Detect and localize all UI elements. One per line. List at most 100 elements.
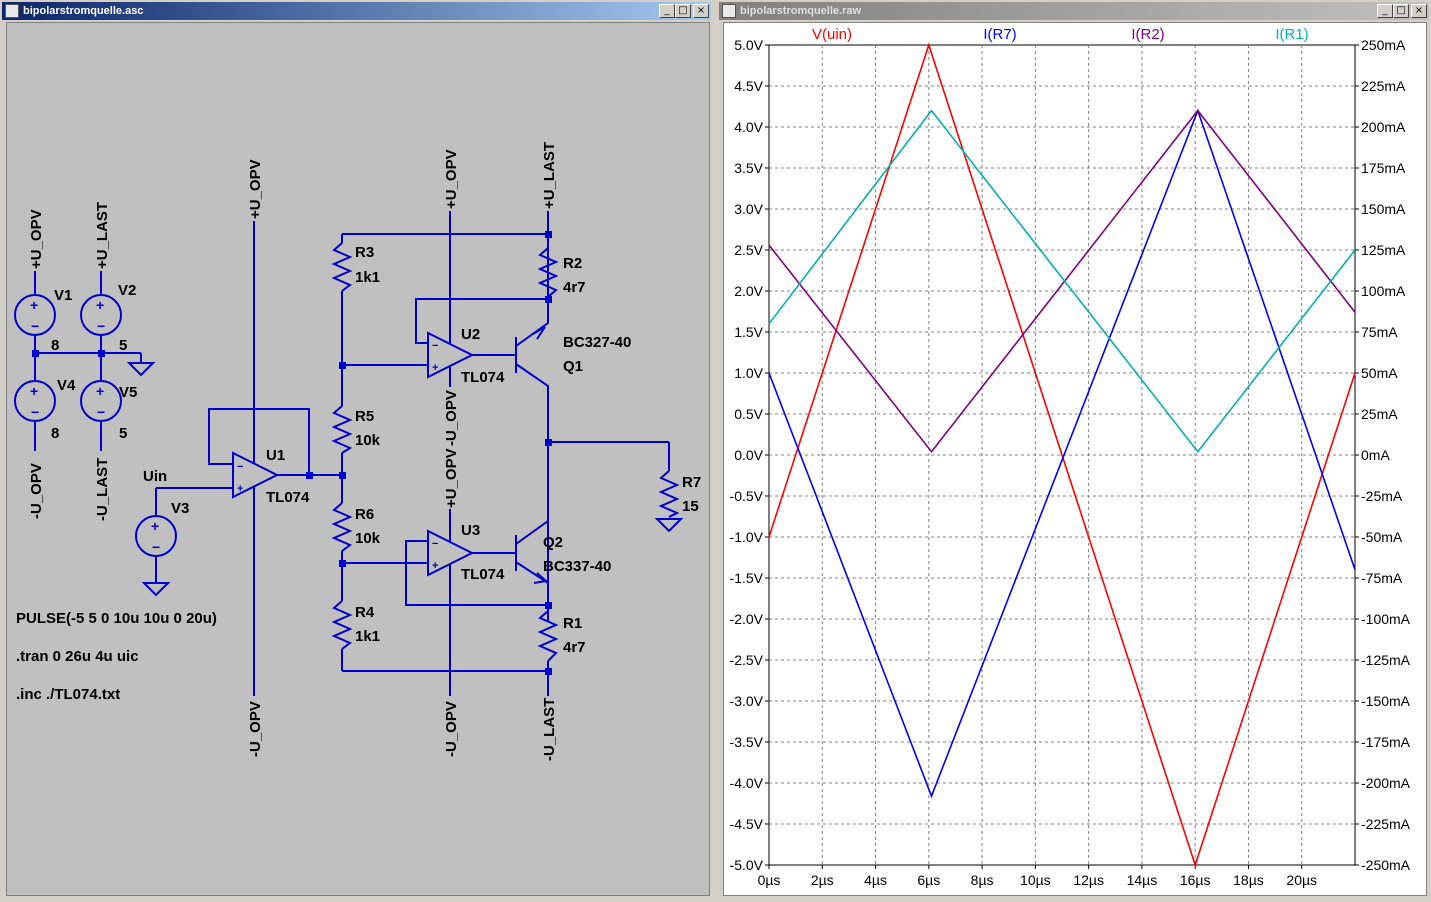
x-axis-tick-label: 6µs bbox=[917, 872, 940, 888]
left-axis-tick-label: 2.0V bbox=[734, 283, 763, 299]
x-axis-tick-label: 4µs bbox=[864, 872, 887, 888]
q2-model: BC337-40 bbox=[543, 558, 611, 575]
legend-vuin[interactable]: V(uin) bbox=[812, 26, 852, 43]
right-axis-tick-label: -225mA bbox=[1361, 816, 1411, 832]
v1-label: V1 bbox=[54, 287, 72, 304]
x-axis-tick-label: 14µs bbox=[1127, 872, 1158, 888]
trace-ir7[interactable] bbox=[768, 108, 1356, 799]
u2-pos-supply-label: +U_OPV bbox=[443, 149, 460, 209]
left-axis-tick-label: -4.0V bbox=[730, 775, 764, 791]
waveform-titlebar[interactable]: bipolarstromquelle.raw _ □ × bbox=[719, 2, 1429, 20]
trace-ir1[interactable] bbox=[768, 109, 1356, 454]
r2-label: R2 bbox=[563, 255, 582, 272]
close-button[interactable]: × bbox=[693, 4, 709, 18]
schematic-window: bipolarstromquelle.asc _ □ × bbox=[0, 0, 713, 902]
right-axis-tick-label: 125mA bbox=[1361, 242, 1406, 258]
r5-label: R5 bbox=[355, 408, 374, 425]
svg-text:+: + bbox=[432, 362, 438, 374]
svg-text:+: + bbox=[96, 383, 104, 399]
r4-label: R4 bbox=[355, 604, 375, 621]
q1-label: Q1 bbox=[563, 358, 583, 375]
minimize-button[interactable]: _ bbox=[1377, 4, 1393, 18]
v5-neg-ulast-net-label: -U_LAST bbox=[94, 458, 111, 521]
waveform-plot[interactable]: 5.0V4.5V4.0V3.5V3.0V2.5V2.0V1.5V1.0V0.5V… bbox=[724, 23, 1426, 895]
right-axis-tick-label: -250mA bbox=[1361, 857, 1411, 873]
left-axis-tick-label: 4.0V bbox=[734, 119, 763, 135]
r4-value: 1k1 bbox=[355, 628, 380, 645]
right-axis-tick-label: -50mA bbox=[1361, 529, 1403, 545]
v4-neg-uopv-net-label: -U_OPV bbox=[28, 463, 45, 519]
left-axis-tick-label: -0.5V bbox=[730, 488, 764, 504]
r7-value: 15 bbox=[682, 498, 699, 515]
svg-text:+: + bbox=[30, 297, 38, 313]
x-axis-tick-label: 10µs bbox=[1020, 872, 1051, 888]
u1-opamp-symbol[interactable] bbox=[232, 451, 280, 499]
trace-ir2[interactable] bbox=[768, 109, 1356, 453]
close-button[interactable]: × bbox=[1411, 4, 1427, 18]
u1-label: U1 bbox=[266, 447, 285, 464]
svg-text:+: + bbox=[151, 518, 159, 534]
right-axis-tick-label: -200mA bbox=[1361, 775, 1411, 791]
legend-ir2[interactable]: I(R2) bbox=[1131, 26, 1164, 43]
right-axis-tick-label: -175mA bbox=[1361, 734, 1411, 750]
schematic-file-icon bbox=[5, 4, 19, 18]
right-axis-tick-label: -25mA bbox=[1361, 488, 1403, 504]
r3-value: 1k1 bbox=[355, 269, 380, 286]
x-axis-tick-label: 8µs bbox=[971, 872, 994, 888]
right-axis-tick-label: 225mA bbox=[1361, 78, 1406, 94]
right-axis-tick-label: 175mA bbox=[1361, 160, 1406, 176]
right-axis-tick-label: 75mA bbox=[1361, 324, 1398, 340]
restore-button[interactable]: □ bbox=[1393, 4, 1409, 18]
u3-pos-supply-label: +U_OPV bbox=[443, 448, 460, 508]
ulast-pos-label: +U_LAST bbox=[541, 142, 558, 209]
v5-value: 5 bbox=[119, 425, 127, 442]
legend-ir1[interactable]: I(R1) bbox=[1275, 26, 1308, 43]
left-axis-tick-label: 0.0V bbox=[734, 447, 763, 463]
left-axis-tick-label: 5.0V bbox=[734, 37, 763, 53]
svg-text:−: − bbox=[432, 538, 438, 550]
r6-label: R6 bbox=[355, 506, 374, 523]
tran-directive[interactable]: .tran 0 26u 4u uic bbox=[16, 648, 139, 665]
svg-text:−: − bbox=[31, 404, 39, 420]
trace-vuin[interactable] bbox=[768, 42, 1356, 868]
schematic-window-title: bipolarstromquelle.asc bbox=[23, 5, 144, 17]
inc-directive[interactable]: .inc ./TL074.txt bbox=[16, 686, 120, 703]
svg-text:−: − bbox=[97, 318, 105, 334]
right-axis-tick-label: -125mA bbox=[1361, 652, 1411, 668]
left-axis-tick-label: 3.0V bbox=[734, 201, 763, 217]
u2-label: U2 bbox=[461, 326, 480, 343]
schematic-titlebar[interactable]: bipolarstromquelle.asc _ □ × bbox=[2, 2, 711, 20]
r2-value: 4r7 bbox=[563, 279, 586, 296]
left-axis-tick-label: -1.5V bbox=[730, 570, 764, 586]
right-axis-tick-label: 150mA bbox=[1361, 201, 1406, 217]
v5-label: V5 bbox=[119, 384, 137, 401]
u2-neg-supply-label: -U_OPV bbox=[443, 390, 460, 446]
svg-text:+: + bbox=[96, 297, 104, 313]
uin-net-label: Uin bbox=[143, 468, 167, 485]
u3-opamp-symbol[interactable] bbox=[427, 529, 475, 577]
v1-uopv-net-label: +U_OPV bbox=[28, 209, 45, 269]
svg-text:−: − bbox=[97, 404, 105, 420]
x-axis-tick-label: 18µs bbox=[1233, 872, 1264, 888]
svg-text:+: + bbox=[30, 383, 38, 399]
schematic-drawing[interactable]: +− +− +− +− +− −+ −+ −+ V1 V2 V4 V5 8 5 … bbox=[7, 23, 709, 895]
schematic-canvas[interactable]: +− +− +− +− +− −+ −+ −+ V1 V2 V4 V5 8 5 … bbox=[6, 22, 710, 896]
left-axis-tick-label: -2.0V bbox=[730, 611, 764, 627]
u2-opamp-symbol[interactable] bbox=[427, 331, 475, 379]
left-axis-tick-label: 0.5V bbox=[734, 406, 763, 422]
left-axis-tick-label: -2.5V bbox=[730, 652, 764, 668]
pulse-directive[interactable]: PULSE(-5 5 0 10u 10u 0 20u) bbox=[16, 610, 217, 627]
v4-label: V4 bbox=[57, 377, 76, 394]
r3-label: R3 bbox=[355, 244, 374, 261]
left-axis-tick-label: 3.5V bbox=[734, 160, 763, 176]
restore-button[interactable]: □ bbox=[675, 4, 691, 18]
u2-model: TL074 bbox=[461, 369, 505, 386]
waveform-window-title: bipolarstromquelle.raw bbox=[740, 5, 862, 17]
right-axis-tick-label: -150mA bbox=[1361, 693, 1411, 709]
v3-label: V3 bbox=[171, 500, 189, 517]
v2-value: 5 bbox=[119, 337, 127, 354]
minimize-button[interactable]: _ bbox=[659, 4, 675, 18]
right-axis-tick-label: -100mA bbox=[1361, 611, 1411, 627]
legend-ir7[interactable]: I(R7) bbox=[983, 26, 1016, 43]
